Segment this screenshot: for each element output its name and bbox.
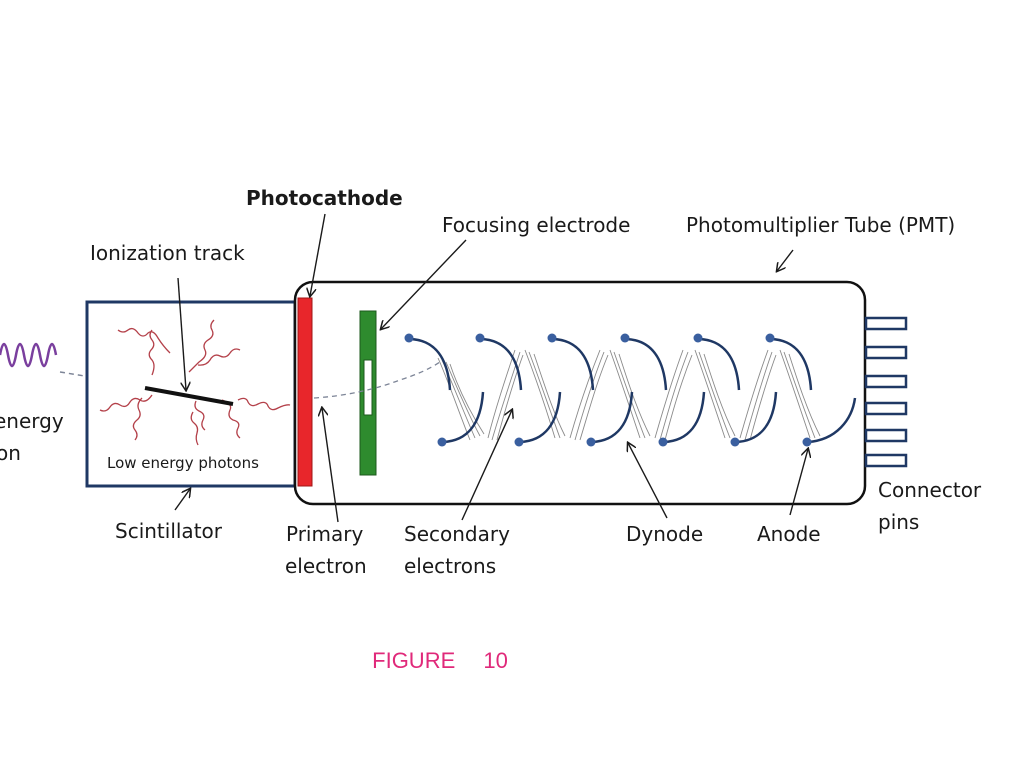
label-secondary-line1: Secondary (404, 522, 510, 546)
primary-electron-path (313, 361, 441, 399)
figure-caption: FIGURE 10 (372, 648, 508, 673)
scintillation-photons (99, 319, 291, 446)
label-dynode: Dynode (626, 522, 703, 546)
label-secondary-line2: electrons (404, 554, 496, 578)
pmt-tube-body (293, 280, 867, 506)
label-photocathode: Photocathode (246, 186, 403, 210)
gamma-ray-wave (0, 342, 58, 368)
label-low-energy-photons: Low energy photons (107, 454, 259, 472)
leader-arrows (174, 213, 808, 523)
dynodes-bottom (442, 391, 857, 444)
label-connector-line1: Connector (878, 478, 982, 502)
label-primary-line2: electron (285, 554, 367, 578)
label-incident-line1: energy (0, 409, 64, 433)
dynode-dots-bottom (437, 437, 812, 447)
label-scintillator: Scintillator (115, 519, 223, 543)
label-anode: Anode (757, 522, 821, 546)
dynodes-top (409, 337, 813, 391)
ionization-track (144, 386, 234, 406)
label-incident-line2: on (0, 441, 21, 465)
label-primary-line1: Primary (286, 522, 363, 546)
label-connector-line2: pins (878, 510, 919, 534)
label-focusing-electrode: Focusing electrode (442, 213, 630, 237)
label-pmt: Photomultiplier Tube (PMT) (686, 213, 955, 237)
dynode-dots-top (404, 333, 775, 343)
scintillator-box (85, 300, 297, 488)
label-ionization-track: Ionization track (90, 241, 245, 265)
focusing-electrode-aperture (363, 359, 373, 416)
connector-pins (864, 316, 908, 468)
photocathode-bar (297, 297, 313, 487)
